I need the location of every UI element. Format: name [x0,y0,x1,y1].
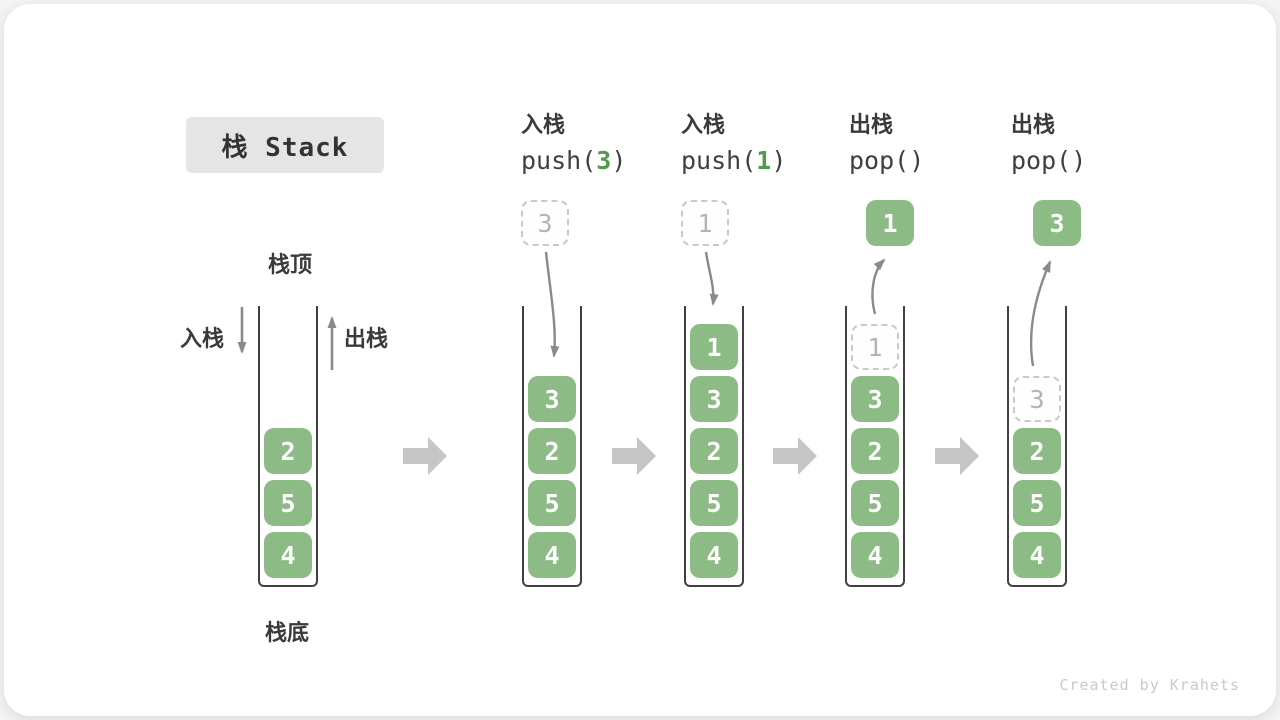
cell-value: 2 [280,436,296,466]
floating-ghost-cell: 3 [521,200,569,246]
stack-cell: 5 [851,480,899,526]
stack-cell: 3 [690,376,738,422]
op-label: 出栈 [1011,112,1056,137]
watermark: Created by Krahets [1059,676,1240,694]
stack-cell: 3 [528,376,576,422]
stack-cell: 4 [690,532,738,578]
label-stack-top: 栈顶 [267,252,312,277]
op-group-push-3: 入栈 push(3) [521,112,691,176]
cell-value: 4 [1029,540,1045,570]
cell-value: 1 [867,332,883,362]
cell-value: 3 [1049,208,1065,238]
op-label: 出栈 [849,112,894,137]
code-suffix: ) [771,146,787,175]
cell-value: 4 [706,540,722,570]
floating-popped-cell: 1 [866,200,914,246]
code-value: 1 [756,146,772,175]
op-code: pop() [849,146,1019,176]
stack-cell: 5 [264,480,312,526]
op-group-pop-2: 出栈 pop() [1011,112,1181,176]
flow-arrow-icon [935,437,979,475]
cell-value: 5 [1029,488,1045,518]
flow-arrow-icon [773,437,817,475]
diagram-canvas: 栈 Stack 入栈 push(3) 入栈 push(1) 出栈 pop() 出… [4,4,1276,716]
flow-arrow-icon [403,437,447,475]
stack-frame-3 [684,306,744,587]
cell-value: 4 [544,540,560,570]
label-push-side: 入栈 [180,326,225,351]
stack-cell: 5 [1013,480,1061,526]
cell-value: 3 [706,384,722,414]
stack-cell: 2 [690,428,738,474]
op-label: 入栈 [521,112,566,137]
title-text: 栈 Stack [221,132,349,163]
cell-value: 3 [544,384,560,414]
stack-cell: 2 [1013,428,1061,474]
op-label: 入栈 [681,112,726,137]
cell-value: 3 [537,208,553,238]
cell-value: 1 [697,208,713,238]
cell-value: 5 [544,488,560,518]
code-prefix: push( [681,146,757,175]
cell-value: 5 [867,488,883,518]
cell-value: 1 [706,332,722,362]
label-pop-side: 出栈 [344,326,389,351]
op-code: push(3) [521,146,691,176]
cell-value: 2 [544,436,560,466]
stack-cell: 4 [528,532,576,578]
stack-cell: 4 [1013,532,1061,578]
stack-ghost-cell: 1 [851,324,899,370]
cell-value: 5 [280,488,296,518]
stack-cell: 4 [851,532,899,578]
stack-ghost-cell: 3 [1013,376,1061,422]
cell-value: 2 [867,436,883,466]
cell-value: 4 [867,540,883,570]
push-arrow-icon [704,251,719,306]
floating-ghost-cell: 1 [681,200,729,246]
op-code: push(1) [681,146,851,176]
stack-frame-1 [258,306,318,587]
stack-cell: 2 [528,428,576,474]
stack-frame-5 [1007,306,1067,587]
code-suffix: ) [909,146,925,175]
stack-frame-2 [522,306,582,587]
code-prefix: pop( [1011,146,1072,175]
label-stack-bottom: 栈底 [264,620,309,645]
cell-value: 2 [706,436,722,466]
stack-cell: 2 [264,428,312,474]
stack-cell: 5 [690,480,738,526]
floating-popped-cell: 3 [1033,200,1081,246]
stack-cell: 3 [851,376,899,422]
code-value: 3 [596,146,612,175]
stack-cell: 1 [690,324,738,370]
arrows-layer [237,251,1052,475]
code-suffix: ) [611,146,627,175]
cell-value: 1 [882,208,898,238]
stack-cell: 4 [264,532,312,578]
cell-value: 4 [280,540,296,570]
op-group-push-1: 入栈 push(1) [681,112,851,176]
cell-value: 3 [867,384,883,414]
code-prefix: pop( [849,146,910,175]
title-badge: 栈 Stack [186,117,384,173]
stack-cell: 2 [851,428,899,474]
flow-arrow-icon [612,437,656,475]
cell-value: 5 [706,488,722,518]
code-prefix: push( [521,146,597,175]
stack-frame-4 [845,306,905,587]
op-group-pop-1: 出栈 pop() [849,112,1019,176]
code-suffix: ) [1071,146,1087,175]
op-code: pop() [1011,146,1181,176]
cell-value: 2 [1029,436,1045,466]
stack-cell: 5 [528,480,576,526]
cell-value: 3 [1029,384,1045,414]
